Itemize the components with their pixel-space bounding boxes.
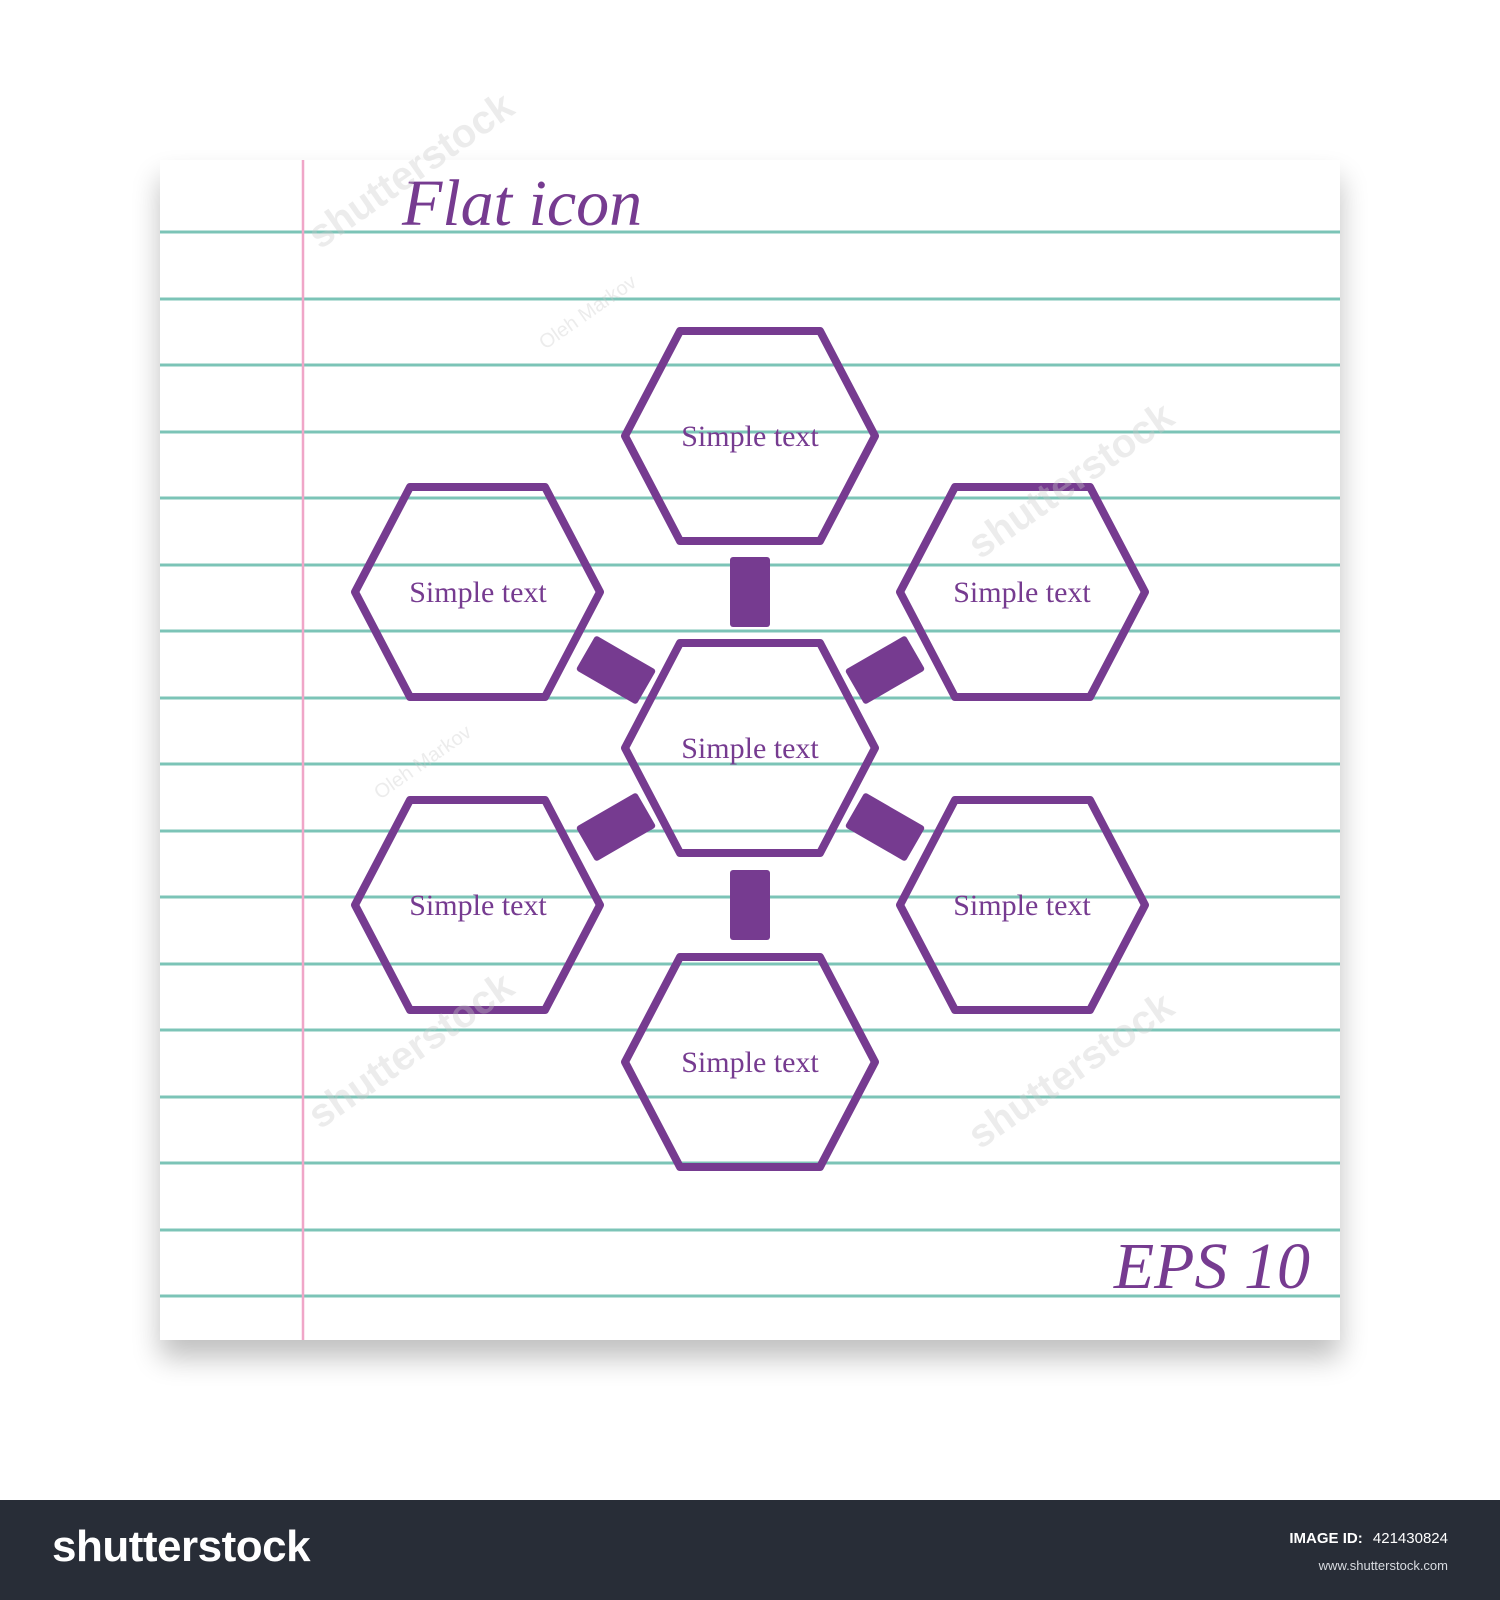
connector-upper-left [576, 636, 656, 704]
hexagon-lower-left [351, 796, 604, 1014]
footer-bar: shutterstock IMAGE ID: 421430824 www.shu… [0, 1500, 1500, 1600]
eps-badge: EPS 10 [1113, 1230, 1310, 1303]
node-label-bottom: Simple text [681, 1046, 819, 1079]
hexagon-center [621, 639, 879, 857]
connector-lower-left [576, 793, 656, 861]
connector-lower-right [845, 793, 925, 861]
node-label-upper-left: Simple text [409, 576, 547, 609]
diagram-canvas: Flat icon Simple text Simple text Simple… [160, 83, 1340, 1340]
hexagon-top [621, 327, 879, 545]
notebook-paper [160, 160, 1340, 1340]
hexagon-bottom [621, 953, 879, 1171]
page-title: Flat icon [401, 167, 642, 240]
node-label-lower-right: Simple text [953, 889, 1091, 922]
center-node-label: Simple text [681, 732, 819, 765]
connectors [576, 557, 925, 940]
hexagon-upper-left [351, 483, 604, 701]
node-label-upper-right: Simple text [953, 576, 1091, 609]
footer-url: www.shutterstock.com [1318, 1558, 1448, 1573]
connector-bottom [730, 870, 770, 940]
image-id-label: IMAGE ID: [1289, 1530, 1363, 1547]
connector-upper-right [845, 636, 925, 704]
connector-top [730, 557, 770, 627]
hexagon-lower-right [896, 796, 1149, 1014]
image-id-row: IMAGE ID: 421430824 [1289, 1530, 1448, 1547]
hexagon-upper-right [896, 483, 1149, 701]
node-label-lower-left: Simple text [409, 889, 547, 922]
image-id-value: 421430824 [1372, 1530, 1448, 1547]
diagram-stage: Flat icon Simple text Simple text Simple… [160, 83, 1340, 1340]
node-label-top: Simple text [681, 420, 819, 453]
footer-logo: shutterstock [52, 1522, 311, 1571]
